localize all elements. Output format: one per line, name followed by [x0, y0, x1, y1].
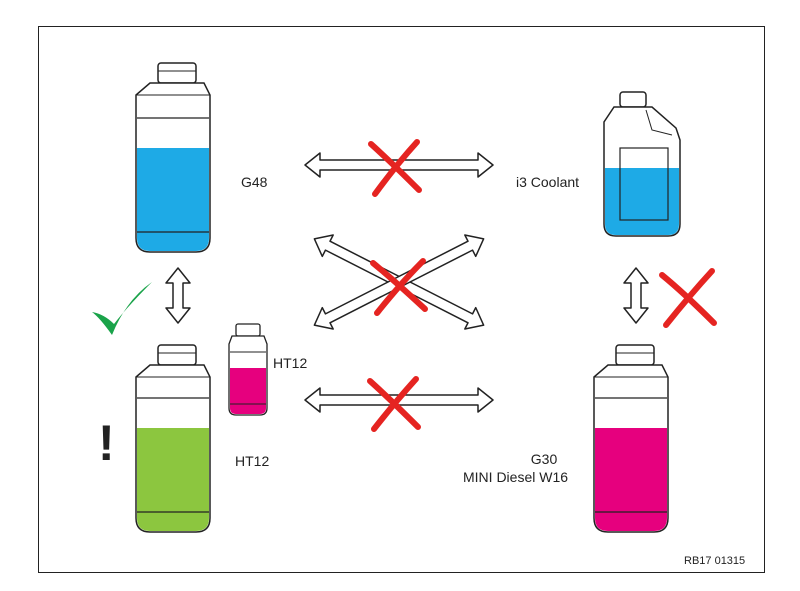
cross-icon	[659, 268, 717, 328]
cross-icon	[370, 258, 428, 316]
i3-coolant-level	[605, 168, 679, 235]
bottle-g30	[593, 344, 669, 533]
ht12-small-coolant-level	[230, 368, 266, 414]
cross-icon	[367, 376, 421, 432]
g48-coolant-level	[137, 148, 209, 251]
arrow-g48-ht12	[165, 267, 191, 324]
arrow-i3-g30	[623, 267, 649, 324]
diagram-frame	[38, 26, 765, 573]
label-g48: G48	[241, 174, 268, 190]
label-ht12: HT12	[235, 453, 270, 469]
label-i3-coolant: i3 Coolant	[516, 174, 580, 190]
g30-coolant-level	[595, 428, 667, 531]
bottle-ht12-small	[228, 323, 268, 416]
bottle-ht12	[135, 344, 211, 533]
reference-code: RB17 01315	[684, 555, 746, 567]
cross-icon	[368, 139, 422, 197]
check-icon	[92, 282, 152, 335]
label-ht12-small: HT12	[273, 355, 308, 371]
exclamation-warning: !	[98, 415, 115, 471]
bottle-i3-coolant	[603, 91, 681, 237]
label-mini-diesel: MINI Diesel W16	[463, 469, 569, 485]
bottle-g48	[135, 62, 211, 253]
label-g30: G30	[530, 451, 558, 467]
ht12-coolant-level	[137, 428, 209, 531]
